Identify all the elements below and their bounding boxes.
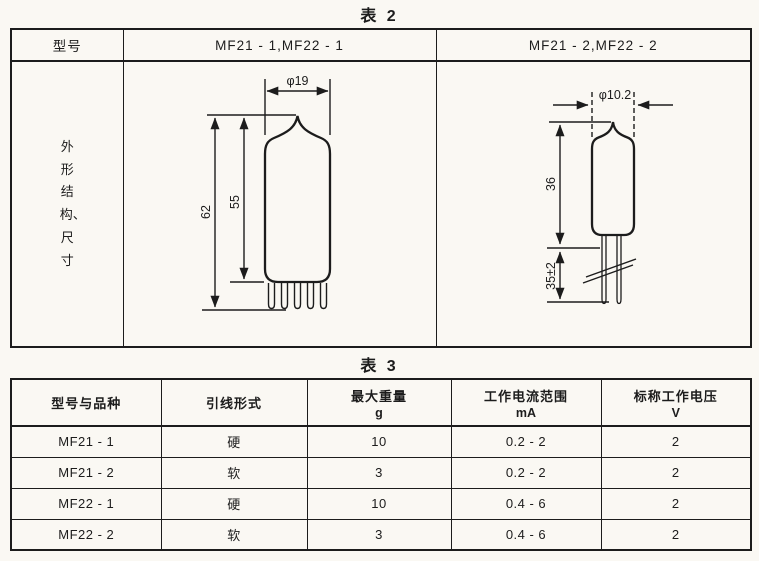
table-row: MF22 - 2 软 3 0.4 - 6 2 xyxy=(10,518,752,551)
cell-max-weight: 10 xyxy=(306,487,452,520)
table2: 型号 MF21 - 1,MF22 - 1 MF21 - 2,MF22 - 2 外… xyxy=(10,28,752,348)
tube-drawing-hard-pin: φ19 62 55 xyxy=(199,74,331,311)
cell-current-range: 0.2 - 2 xyxy=(450,425,602,458)
table-row: MF21 - 1 硬 10 0.2 - 2 2 xyxy=(10,425,752,458)
dim-label-lead-length: 35±2 xyxy=(544,262,558,290)
tube-drawing-soft-lead: φ10.2 36 35±2 xyxy=(544,88,673,305)
table3-header-voltage: 标称工作电压 V xyxy=(600,378,752,427)
header-label: 最大重量 xyxy=(350,388,407,404)
cell-voltage: 2 xyxy=(600,487,752,520)
cell-lead-form: 硬 xyxy=(160,425,308,458)
tube-body-outline xyxy=(263,115,331,284)
header-label: 工作电流范围 xyxy=(483,388,568,404)
cell-max-weight: 3 xyxy=(306,518,452,551)
table-row: MF22 - 1 硬 10 0.4 - 6 2 xyxy=(10,487,752,520)
tube-pin xyxy=(306,283,314,310)
dim-label-diameter: φ10.2 xyxy=(598,88,630,102)
table2-outline-label-cell: 外形结构、尺寸 xyxy=(10,60,124,348)
tube-lead xyxy=(615,235,622,305)
header-label: 标称工作电压 xyxy=(633,388,718,404)
table2-header-model: 型号 xyxy=(10,28,124,62)
table3-header-current-range: 工作电流范围 mA xyxy=(450,378,602,427)
header-unit: mA xyxy=(515,405,537,420)
cell-voltage: 2 xyxy=(600,518,752,551)
tube-pin xyxy=(293,283,301,310)
table2-body-row: 外形结构、尺寸 xyxy=(10,60,752,348)
tube-pin xyxy=(267,283,275,310)
table2-header-type-soft: MF21 - 2,MF22 - 2 xyxy=(435,28,752,62)
cell-current-range: 0.2 - 2 xyxy=(450,456,602,489)
table2-title: 表 2 xyxy=(360,8,399,25)
header-label: 引线形式 xyxy=(205,396,262,411)
cell-voltage: 2 xyxy=(600,456,752,489)
tube-pin xyxy=(319,283,327,310)
table2-header-type-hard: MF21 - 1,MF22 - 1 xyxy=(122,28,437,62)
cell-voltage: 2 xyxy=(600,425,752,458)
cell-model: MF22 - 1 xyxy=(10,487,162,520)
lead-break-mark xyxy=(585,258,636,278)
dim-label-body-height: 36 xyxy=(544,177,558,191)
dim-label-diameter: φ19 xyxy=(286,74,308,88)
cell-lead-form: 软 xyxy=(160,518,308,551)
cell-max-weight: 10 xyxy=(306,425,452,458)
table3-title: 表 3 xyxy=(360,358,399,375)
header-label: 型号与品种 xyxy=(51,396,122,411)
table-row: MF21 - 2 软 3 0.2 - 2 2 xyxy=(10,456,752,489)
lead-break-mark xyxy=(582,264,633,284)
outline-dimensions-label: 外形结构、尺寸 xyxy=(59,138,86,268)
table2-drawing1-cell: φ19 62 55 xyxy=(122,60,437,348)
table2-header-row: 型号 MF21 - 1,MF22 - 1 MF21 - 2,MF22 - 2 xyxy=(10,28,752,62)
header-unit: g xyxy=(375,405,383,420)
table3-header-row: 型号与品种 引线形式 最大重量 g 工作电流范围 mA 标称工作电压 V xyxy=(10,378,752,427)
cell-model: MF21 - 1 xyxy=(10,425,162,458)
cell-current-range: 0.4 - 6 xyxy=(450,518,602,551)
tube-lead xyxy=(600,235,607,305)
cell-model: MF22 - 2 xyxy=(10,518,162,551)
header-unit: V xyxy=(671,405,680,420)
table2-drawing2-cell: φ10.2 36 35±2 xyxy=(435,60,752,348)
cell-max-weight: 3 xyxy=(306,456,452,489)
cell-model: MF21 - 2 xyxy=(10,456,162,489)
table3-header-lead-form: 引线形式 xyxy=(160,378,308,427)
table3: 型号与品种 引线形式 最大重量 g 工作电流范围 mA 标称工作电压 V MF2… xyxy=(10,378,752,551)
table3-header-max-weight: 最大重量 g xyxy=(306,378,452,427)
dim-label-body-height: 55 xyxy=(228,195,242,209)
cell-lead-form: 软 xyxy=(160,456,308,489)
cell-lead-form: 硬 xyxy=(160,487,308,520)
dim-label-overall-height: 62 xyxy=(199,205,213,219)
tube-body-outline xyxy=(590,121,635,237)
cell-current-range: 0.4 - 6 xyxy=(450,487,602,520)
tube-pin xyxy=(280,283,288,310)
table3-header-model-variety: 型号与品种 xyxy=(10,378,162,427)
